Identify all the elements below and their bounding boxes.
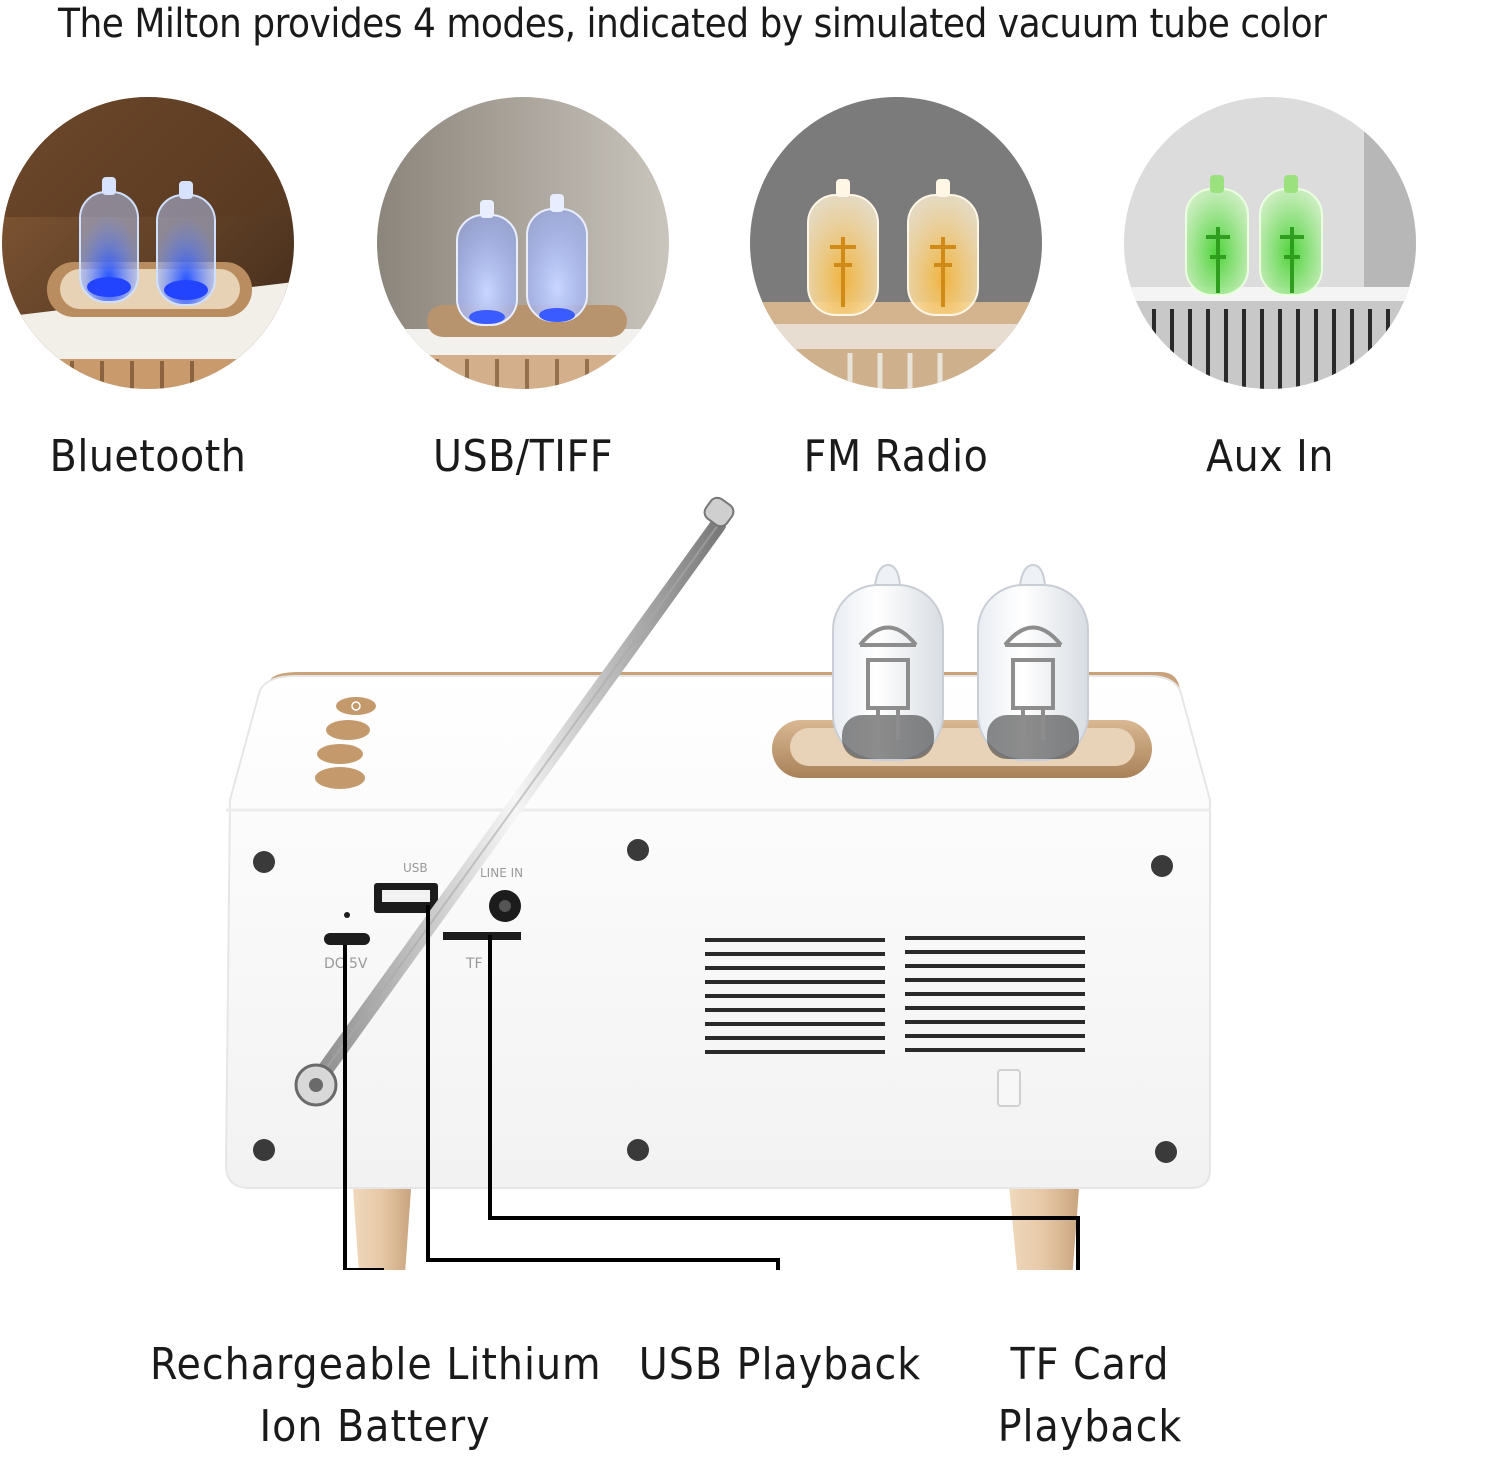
right-leg	[1008, 1175, 1080, 1270]
telescopic-antenna	[294, 496, 735, 1107]
top-control-buttons	[315, 697, 376, 789]
callout-usb-playback: USB Playback	[630, 1334, 930, 1396]
fm-radio-mode-photo	[750, 97, 1042, 389]
callout-battery-line-1: Rechargeable Lithium	[150, 1339, 602, 1390]
usb-tiff-mode-photo	[377, 97, 669, 389]
mode-label-aux-in: Aux In	[1206, 431, 1334, 482]
usb-port-label: USB	[403, 861, 428, 875]
mode-bluetooth: Bluetooth	[2, 97, 302, 482]
mode-label-fm-radio: FM Radio	[803, 431, 989, 482]
line-in-label: LINE IN	[480, 866, 523, 880]
screw-holes	[253, 839, 1177, 1163]
dc-port	[324, 933, 370, 945]
mode-fm-radio: FM Radio	[750, 97, 1050, 482]
mode-usb-tiff: USB/TIFF	[377, 97, 677, 482]
callout-tf-card: TF Card Playback	[965, 1334, 1215, 1458]
tf-slot-label: TF	[465, 956, 483, 972]
tf-slot	[443, 932, 521, 940]
callout-leader-lines	[343, 905, 1080, 1270]
vacuum-tube-left	[832, 563, 944, 761]
left-leg	[352, 1175, 412, 1270]
callout-usb-line-1: USB Playback	[638, 1339, 922, 1390]
callout-tf-line-1: TF Card	[1010, 1339, 1170, 1390]
callout-battery: Rechargeable Lithium Ion Battery	[150, 1334, 602, 1458]
aux-in-mode-photo	[1124, 97, 1416, 389]
callout-battery-line-2: Ion Battery	[259, 1401, 491, 1452]
headline: The Milton provides 4 modes, indicated b…	[58, 1, 1327, 47]
mode-label-bluetooth: Bluetooth	[49, 431, 247, 482]
vacuum-tube-right	[977, 563, 1089, 761]
mode-label-usb-tiff: USB/TIFF	[433, 431, 613, 482]
mode-aux-in: Aux In	[1124, 97, 1424, 482]
speaker-grille	[705, 936, 1085, 1054]
power-switch	[997, 1069, 1021, 1107]
bluetooth-mode-photo	[2, 97, 294, 389]
device-body	[224, 675, 1211, 1189]
device-rear-view: USB LINE IN DC 5V TF	[224, 496, 1211, 1270]
callout-tf-line-2: Playback	[997, 1401, 1183, 1452]
